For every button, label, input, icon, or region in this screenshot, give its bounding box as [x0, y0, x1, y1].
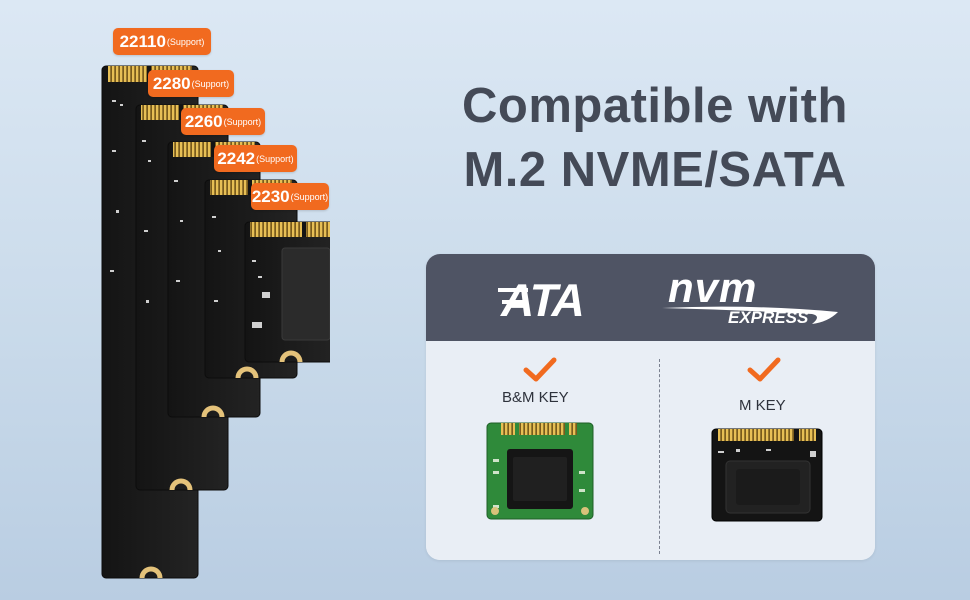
- checkmark-icon: [747, 357, 781, 382]
- size-tag-2280: 2280(Support): [148, 70, 234, 97]
- size-tag-2242: 2242(Support): [214, 145, 297, 172]
- size-tag-note: (Support): [290, 191, 329, 202]
- headline: Compatible with M.2 NVME/SATA: [430, 74, 880, 202]
- size-tag-note: (Support): [166, 36, 205, 47]
- compatibility-panel: ATA nvm EXPRESS B&M KEY: [426, 254, 875, 560]
- sata-logo: ATA: [497, 274, 591, 325]
- nvme-m-key-card-image: [711, 428, 823, 522]
- column-divider: [659, 359, 660, 554]
- size-tag-22110: 22110(Support): [113, 28, 211, 55]
- size-tag-note: (Support): [191, 78, 230, 89]
- size-tag-note: (Support): [256, 153, 294, 164]
- size-tag-value: 2230: [251, 186, 290, 206]
- size-tag-value: 2260: [184, 111, 223, 131]
- size-tag-value: 2242: [217, 148, 256, 168]
- size-tag-2230: 2230(Support): [251, 183, 329, 210]
- nvme-logo-main: nvm: [668, 264, 757, 311]
- size-tag-value: 22110: [119, 31, 166, 51]
- ssd-card-2230: [244, 221, 330, 363]
- size-tag-value: 2280: [152, 73, 191, 93]
- size-tag-2260: 2260(Support): [181, 108, 265, 135]
- nvme-logo-sub: EXPRESS: [728, 308, 809, 327]
- checkmark-icon: [523, 357, 557, 382]
- panel-header: ATA nvm EXPRESS: [426, 254, 875, 341]
- nvme-express-logo: nvm EXPRESS: [662, 264, 838, 327]
- ssd-stack-illustration: [101, 65, 330, 579]
- headline-line-1: Compatible with: [462, 79, 848, 133]
- sata-bm-key-card-image: [486, 422, 594, 520]
- m-key-label: M KEY: [739, 397, 786, 414]
- bm-key-label: B&M KEY: [502, 389, 569, 406]
- headline-line-2: M.2 NVME/SATA: [463, 143, 847, 197]
- size-tag-note: (Support): [223, 116, 262, 127]
- panel-body: B&M KEY M KEY: [426, 341, 875, 560]
